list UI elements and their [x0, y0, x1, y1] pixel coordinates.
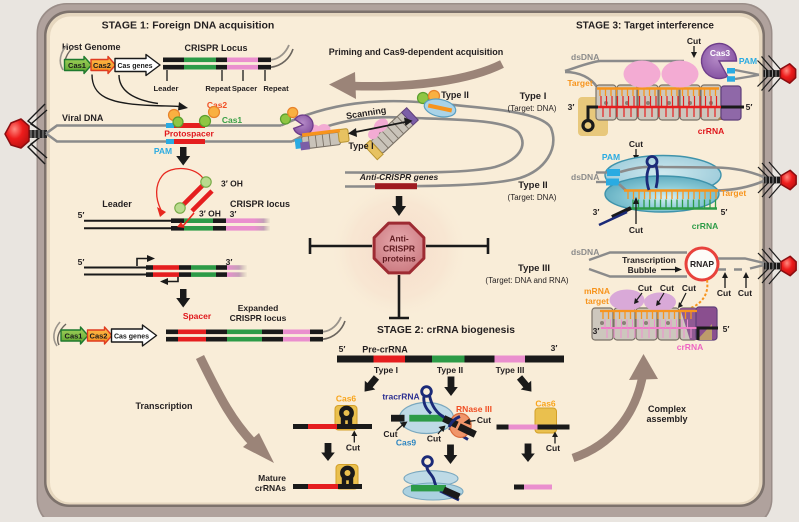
svg-text:crRNAs: crRNAs: [255, 483, 286, 493]
svg-text:(Target: DNA and RNA): (Target: DNA and RNA): [485, 276, 568, 285]
svg-text:Cas2: Cas2: [93, 61, 111, 70]
svg-text:Cut: Cut: [477, 415, 491, 425]
svg-text:Type II: Type II: [518, 180, 547, 191]
svg-text:(Target: DNA): (Target: DNA): [508, 104, 557, 113]
svg-text:3′: 3′: [230, 209, 237, 219]
svg-text:crRNA: crRNA: [698, 126, 724, 136]
svg-text:Priming and Cas9-dependent acq: Priming and Cas9-dependent acquisition: [329, 47, 504, 57]
svg-text:dsDNA: dsDNA: [571, 52, 599, 62]
svg-text:3′: 3′: [568, 102, 575, 112]
svg-text:Cas1: Cas1: [222, 115, 243, 125]
svg-text:Target: Target: [721, 188, 747, 198]
svg-text:Cas6: Cas6: [535, 399, 556, 409]
svg-text:Cut: Cut: [629, 225, 643, 235]
svg-text:5′: 5′: [339, 344, 346, 354]
svg-text:Target: Target: [567, 78, 593, 88]
svg-text:3′ OH: 3′ OH: [221, 179, 243, 189]
svg-text:Cas3: Cas3: [710, 48, 731, 58]
svg-text:Anti-CRISPR genes: Anti-CRISPR genes: [359, 172, 439, 182]
svg-text:STAGE 1: Foreign DNA acquisiti: STAGE 1: Foreign DNA acquisition: [102, 20, 275, 32]
svg-text:5′: 5′: [78, 257, 85, 267]
svg-text:Transcription: Transcription: [622, 255, 676, 265]
svg-text:Pre-crRNA: Pre-crRNA: [362, 345, 408, 355]
svg-text:Type I: Type I: [374, 365, 398, 375]
svg-text:Cut: Cut: [738, 288, 752, 298]
svg-text:Viral DNA: Viral DNA: [62, 113, 104, 123]
svg-text:Protospacer: Protospacer: [164, 129, 214, 139]
svg-text:mRNA: mRNA: [584, 286, 610, 296]
svg-text:Bubble: Bubble: [628, 265, 657, 275]
svg-text:Cut: Cut: [383, 429, 397, 439]
svg-text:5′: 5′: [746, 102, 753, 112]
svg-text:RNAP: RNAP: [690, 259, 714, 269]
svg-text:Cut: Cut: [717, 288, 731, 298]
svg-text:Cut: Cut: [629, 139, 643, 149]
svg-text:3′: 3′: [593, 326, 600, 336]
svg-text:CRISPR locus: CRISPR locus: [230, 199, 290, 209]
svg-text:5′: 5′: [78, 210, 85, 220]
svg-text:Expanded: Expanded: [238, 303, 279, 313]
svg-text:Spacer: Spacer: [183, 311, 212, 321]
svg-text:Cas6: Cas6: [336, 394, 357, 404]
svg-text:CRISPR: CRISPR: [383, 244, 415, 254]
svg-text:Type III: Type III: [518, 263, 550, 274]
svg-text:Anti-: Anti-: [389, 234, 409, 244]
svg-text:Host Genome: Host Genome: [62, 42, 121, 52]
svg-text:Repeat: Repeat: [205, 84, 231, 93]
svg-text:Cut: Cut: [427, 434, 441, 444]
svg-text:Type II: Type II: [441, 90, 469, 100]
svg-text:Type II: Type II: [437, 365, 463, 375]
svg-text:Type III: Type III: [496, 365, 525, 375]
svg-text:Cas1: Cas1: [68, 61, 86, 70]
svg-text:3′: 3′: [593, 207, 600, 217]
svg-text:target: target: [585, 296, 609, 306]
svg-text:Cut: Cut: [687, 36, 701, 46]
svg-text:3′ OH: 3′ OH: [199, 209, 221, 219]
svg-text:dsDNA: dsDNA: [571, 247, 599, 257]
svg-text:Repeat: Repeat: [263, 84, 289, 93]
svg-text:Transcription: Transcription: [135, 401, 192, 411]
svg-text:crRNA: crRNA: [677, 342, 703, 352]
svg-text:STAGE 2: crRNA biogenesis: STAGE 2: crRNA biogenesis: [377, 325, 515, 336]
svg-text:tracrRNA: tracrRNA: [382, 392, 419, 402]
svg-text:Complex: Complex: [648, 404, 686, 414]
svg-text:Cut: Cut: [638, 283, 652, 293]
svg-text:CRISPR locus: CRISPR locus: [230, 313, 287, 323]
svg-text:5′: 5′: [721, 207, 728, 217]
svg-text:Spacer: Spacer: [232, 84, 257, 93]
svg-text:CRISPR Locus: CRISPR Locus: [184, 43, 247, 53]
svg-text:Leader: Leader: [154, 84, 179, 93]
svg-text:Cut: Cut: [346, 443, 360, 453]
svg-text:Cas9: Cas9: [396, 438, 417, 448]
svg-text:Cut: Cut: [682, 283, 696, 293]
svg-text:assembly: assembly: [646, 414, 687, 424]
svg-text:3′: 3′: [551, 343, 558, 353]
svg-text:PAM: PAM: [154, 146, 172, 156]
svg-text:(Target: DNA): (Target: DNA): [508, 193, 557, 202]
svg-text:Leader: Leader: [102, 199, 132, 209]
svg-text:RNase III: RNase III: [456, 404, 492, 414]
svg-text:Cut: Cut: [660, 283, 674, 293]
svg-text:PAM: PAM: [739, 56, 757, 66]
svg-text:proteins: proteins: [382, 254, 416, 264]
svg-text:Type I: Type I: [348, 141, 373, 151]
svg-text:PAM: PAM: [602, 152, 620, 162]
svg-text:crRNA: crRNA: [692, 221, 718, 231]
svg-text:STAGE 3: Target interference: STAGE 3: Target interference: [576, 21, 714, 32]
svg-text:5′: 5′: [723, 324, 730, 334]
svg-text:Cas2: Cas2: [207, 100, 228, 110]
svg-text:dsDNA: dsDNA: [571, 172, 599, 182]
svg-text:Cas genes: Cas genes: [117, 63, 152, 70]
svg-text:3′: 3′: [226, 257, 233, 267]
svg-text:Type I: Type I: [520, 91, 547, 102]
svg-text:Cut: Cut: [546, 443, 560, 453]
svg-text:Mature: Mature: [258, 473, 286, 483]
